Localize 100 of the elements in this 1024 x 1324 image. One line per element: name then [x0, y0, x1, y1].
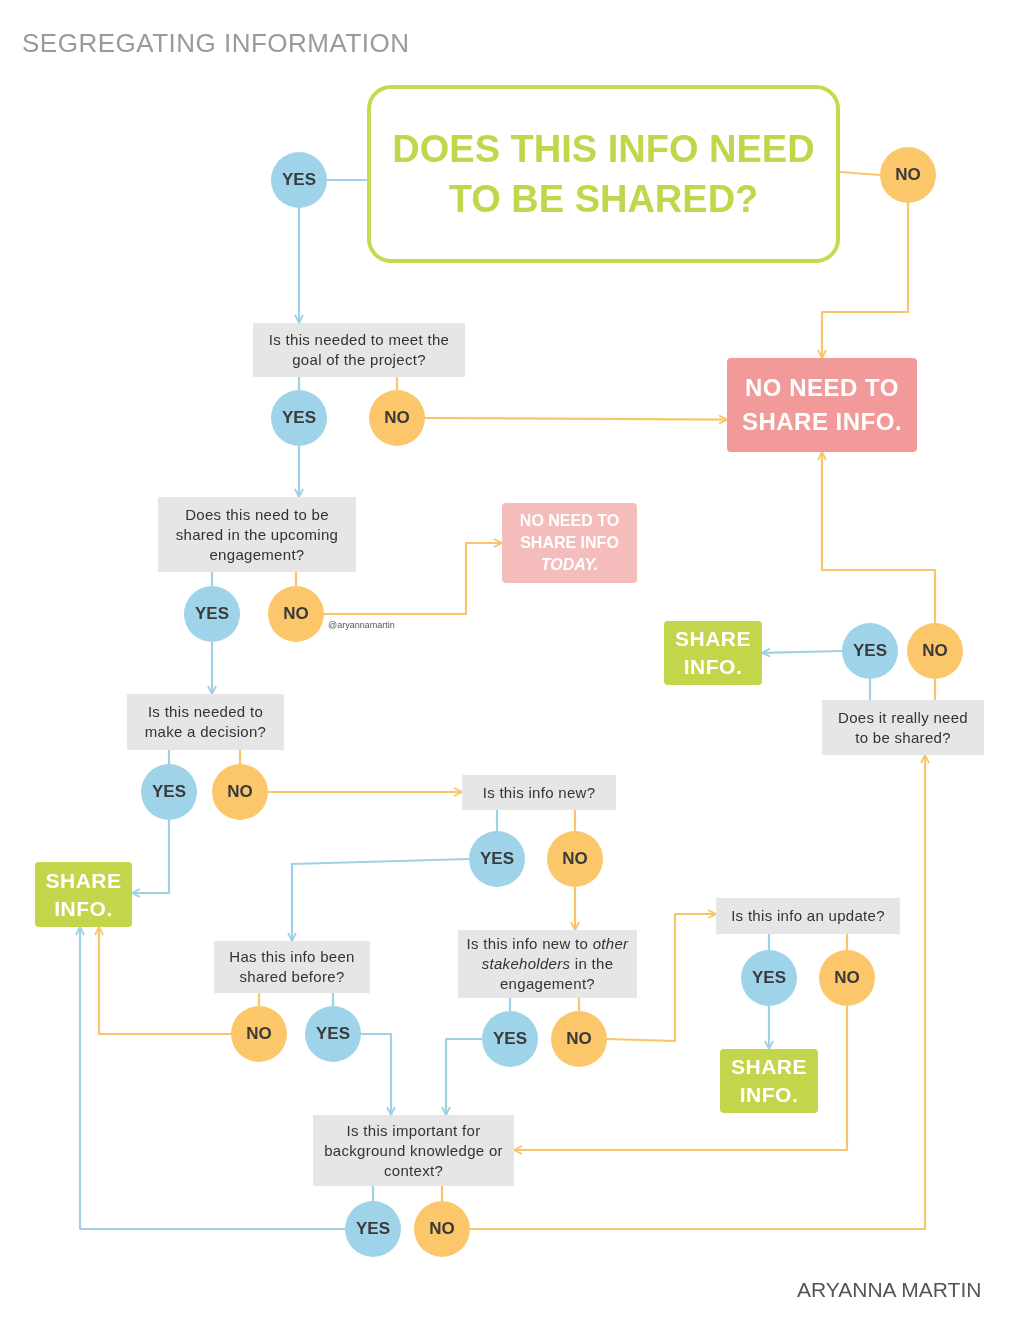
node-text: NO — [429, 1219, 455, 1239]
question-box — [127, 694, 284, 750]
arrow — [425, 414, 728, 425]
connector-line — [371, 1186, 375, 1201]
arrow — [570, 887, 580, 931]
connector-line — [294, 572, 298, 586]
connector-line — [495, 810, 499, 831]
node-text: NO — [384, 408, 410, 428]
arrow — [764, 1006, 774, 1050]
node-text: NO NEED TO SHARE INFO TODAY. — [518, 511, 621, 575]
arrow — [75, 926, 345, 1231]
connector-line — [868, 679, 872, 700]
connector-line — [395, 377, 399, 390]
yes-circle — [741, 950, 797, 1006]
arrow — [470, 754, 930, 1231]
result-box — [502, 503, 637, 583]
arrow — [817, 451, 937, 623]
no-circle — [547, 831, 603, 887]
arrow — [606, 909, 717, 1043]
author-credit: ARYANNA MARTIN — [797, 1278, 982, 1302]
yes-circle — [184, 586, 240, 642]
no-circle — [907, 623, 963, 679]
arrow — [761, 647, 843, 658]
node-text: NO — [283, 604, 309, 624]
connector-line — [577, 998, 581, 1011]
node-text: Does this need to be shared in the upcoming engagement? — [174, 504, 340, 565]
arrow — [294, 208, 304, 324]
node-text: YES — [152, 782, 186, 802]
question-box — [214, 941, 370, 993]
yes-circle — [305, 1006, 361, 1062]
node-text: YES — [752, 968, 786, 988]
node-text: SHARE INFO. — [674, 626, 752, 680]
connector-line — [839, 170, 881, 177]
node-text: YES — [316, 1024, 350, 1044]
connector-line — [297, 377, 301, 390]
question-box — [458, 930, 637, 998]
node-text: Does it really need to be shared? — [837, 707, 969, 748]
no-circle — [414, 1201, 470, 1257]
arrow — [207, 642, 217, 695]
node-text: NO — [922, 641, 948, 661]
question-box — [716, 898, 900, 934]
connector-line — [933, 679, 937, 700]
arrow — [361, 1032, 396, 1116]
result-box — [727, 358, 917, 452]
arrow — [131, 820, 171, 898]
yes-circle — [271, 152, 327, 208]
yes-circle — [482, 1011, 538, 1067]
connector-line — [440, 1186, 444, 1201]
node-text: Is this info new to other stakeholders in the engagement? — [466, 934, 629, 994]
arrow — [441, 1037, 482, 1116]
node-text: Is this needed to make a decision? — [143, 702, 268, 742]
question-box — [253, 323, 465, 377]
yes-circle — [345, 1201, 401, 1257]
node-text: YES — [480, 849, 514, 869]
node-text: YES — [493, 1029, 527, 1049]
arrow — [324, 538, 503, 616]
author-handle: @aryannamartin — [328, 620, 395, 630]
arrow — [94, 926, 231, 1036]
question-box — [158, 497, 356, 572]
connector-line — [327, 178, 367, 182]
node-text: NO NEED TO SHARE INFO. — [740, 373, 904, 437]
connector-line — [257, 993, 261, 1006]
diagram-title: SEGREGATING INFORMATION — [22, 28, 410, 59]
node-text: SHARE INFO. — [730, 1054, 808, 1108]
connector-line — [238, 750, 242, 764]
arrow — [817, 203, 910, 359]
no-circle — [231, 1006, 287, 1062]
node-text: YES — [282, 408, 316, 428]
node-text: Has this info been shared before? — [228, 947, 356, 987]
connector-line — [210, 572, 214, 586]
no-circle — [819, 950, 875, 1006]
yes-circle — [469, 831, 525, 887]
connector-line — [331, 993, 335, 1006]
no-circle — [880, 147, 936, 203]
yes-circle — [271, 390, 327, 446]
no-circle — [268, 586, 324, 642]
question-box — [822, 700, 984, 755]
node-text: YES — [195, 604, 229, 624]
no-circle — [551, 1011, 607, 1067]
yes-circle — [842, 623, 898, 679]
node-text: YES — [282, 170, 316, 190]
node-text: NO — [246, 1024, 272, 1044]
result-box — [664, 621, 762, 685]
arrow — [294, 446, 304, 498]
node-text: YES — [356, 1219, 390, 1239]
arrow — [513, 1006, 849, 1155]
node-text: Is this info new? — [482, 782, 596, 803]
yes-circle — [141, 764, 197, 820]
result-box — [35, 862, 132, 927]
question-box — [313, 1115, 514, 1186]
node-text: NO — [562, 849, 588, 869]
no-circle — [369, 390, 425, 446]
node-text: NO — [227, 782, 253, 802]
connector-line — [573, 810, 577, 831]
node-text: SHARE INFO. — [44, 867, 123, 922]
connector-line — [167, 750, 171, 764]
question-box — [462, 775, 616, 810]
node-text: DOES THIS INFO NEED TO BE SHARED? — [391, 127, 816, 222]
connector-line — [508, 998, 512, 1011]
connector-line — [767, 934, 771, 950]
